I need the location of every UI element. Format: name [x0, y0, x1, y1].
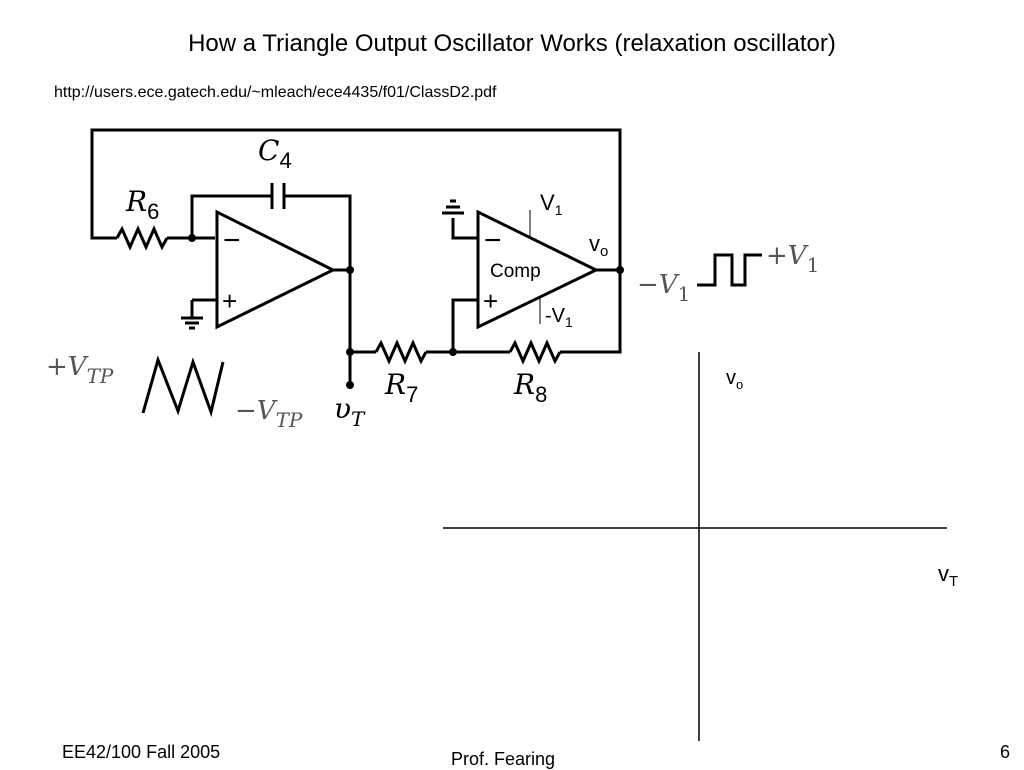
integrator-plus-sign: +	[222, 286, 237, 316]
comparator-opamp	[476, 209, 600, 330]
source-url: http://users.ece.gatech.edu/~mleach/ece4…	[54, 84, 497, 101]
r8-resistor	[508, 339, 562, 365]
c4-left-wire	[190, 194, 272, 238]
r6-label: R6	[125, 185, 159, 224]
minus-v1-label: -V1	[545, 305, 573, 330]
integrator-opamp	[215, 209, 337, 330]
plus-vtp-label: +VTP	[46, 352, 114, 388]
y-axis-label: vo	[726, 367, 743, 392]
plus-v1-wave-label: +V1	[766, 241, 819, 277]
c4-right-wire	[284, 194, 352, 270]
v1-label: V1	[540, 190, 563, 218]
vo-label: vo	[589, 231, 608, 260]
r8-feedback-wire	[560, 270, 622, 354]
vt-terminal	[346, 381, 354, 389]
feedback-wire	[90, 128, 622, 270]
x-axis-label: vT	[938, 561, 958, 590]
footer-instructor: Prof. Fearing	[451, 749, 556, 769]
slide-title: How a Triangle Output Oscillator Works (…	[188, 30, 836, 57]
triangle-wave	[141, 355, 225, 418]
minus-vtp-label: −VTP	[235, 396, 303, 432]
comp-label: Comp	[490, 261, 541, 282]
integrator-minus-sign: −	[223, 224, 241, 257]
page-number: 6	[1000, 742, 1011, 762]
vo-node	[616, 266, 624, 274]
comp-minus-sign: −	[484, 224, 502, 257]
r8-label: R8	[513, 368, 547, 407]
footer-course: EE42/100 Fall 2005	[62, 742, 221, 762]
minus-v1-wave-label: −V1	[637, 270, 690, 306]
r7-resistor	[374, 339, 428, 365]
comp-inverting-wire	[451, 218, 478, 240]
comp-noninverting-wire	[451, 298, 478, 352]
r7-label: R7	[384, 368, 418, 407]
vt-label: υT	[334, 392, 366, 431]
comp-plus-sign: +	[483, 286, 498, 316]
square-wave	[697, 253, 762, 287]
c4-label: C4	[258, 134, 292, 173]
r6-resistor	[115, 225, 169, 251]
